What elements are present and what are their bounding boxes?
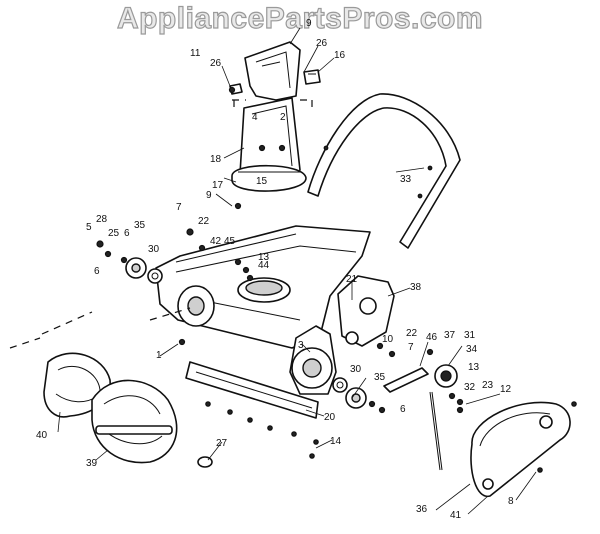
callout-20: 20 xyxy=(324,412,336,423)
callout-8: 8 xyxy=(508,496,514,507)
callout-32: 32 xyxy=(464,382,476,393)
callout-7b: 7 xyxy=(408,342,414,353)
callout-labels: 1 3 4 2 5 6 6 6 7 7 8 9 9 10 11 12 13 13… xyxy=(36,18,514,521)
callout-35b: 35 xyxy=(374,372,386,383)
belt-36[interactable] xyxy=(429,391,443,471)
pulley-34[interactable] xyxy=(434,364,458,388)
chute-dashed-outline xyxy=(232,99,313,112)
belt-cover-8[interactable] xyxy=(470,401,571,497)
callout-26b: 26 xyxy=(316,38,328,49)
bearing-flange-35-left[interactable] xyxy=(125,257,147,279)
callout-11: 11 xyxy=(190,48,201,59)
callout-1: 1 xyxy=(156,350,162,361)
callout-30a: 30 xyxy=(148,244,160,255)
auger-housing[interactable] xyxy=(155,225,371,349)
callout-10: 10 xyxy=(382,334,394,345)
callout-18: 18 xyxy=(210,154,222,165)
callout-6c: 6 xyxy=(400,404,406,415)
hardware-fasteners xyxy=(96,86,577,473)
callout-16: 16 xyxy=(334,50,346,61)
callout-30b: 30 xyxy=(350,364,362,375)
callout-31: 31 xyxy=(464,330,476,341)
auger-flight-39[interactable] xyxy=(91,379,178,464)
callout-25: 25 xyxy=(108,228,120,239)
scraper-bar-20[interactable] xyxy=(185,361,319,419)
leader-lines xyxy=(57,27,537,515)
chute-rotator-ring[interactable] xyxy=(231,164,307,192)
callout-36: 36 xyxy=(416,504,428,515)
side-plate[interactable] xyxy=(289,325,337,395)
callout-6b: 6 xyxy=(94,266,100,277)
bearing-30-right[interactable] xyxy=(332,377,348,393)
callout-27: 27 xyxy=(216,438,228,449)
idler-arm-37[interactable] xyxy=(383,367,429,393)
callout-4: 4 xyxy=(252,112,258,123)
callout-35a: 35 xyxy=(134,220,146,231)
callout-26a: 26 xyxy=(210,58,222,69)
callout-37: 37 xyxy=(444,330,456,341)
callout-46: 46 xyxy=(426,332,438,343)
chute-clip-16[interactable] xyxy=(303,69,321,85)
callout-3: 3 xyxy=(298,340,304,351)
bearing-flange-35-right[interactable] xyxy=(345,387,367,409)
callout-12: 12 xyxy=(500,384,512,395)
callout-13b: 13 xyxy=(468,362,480,373)
callout-38: 38 xyxy=(410,282,422,293)
callout-7a: 7 xyxy=(176,202,182,213)
callout-45: 45 xyxy=(224,236,236,247)
callout-42: 42 xyxy=(210,236,222,247)
callout-34: 34 xyxy=(466,344,478,355)
callout-44: 44 xyxy=(258,260,270,271)
callout-6a: 6 xyxy=(124,228,130,239)
handle-33[interactable] xyxy=(307,93,461,249)
callout-33: 33 xyxy=(400,174,412,185)
callout-17: 17 xyxy=(212,180,224,191)
callout-41: 41 xyxy=(450,510,462,521)
watermark-text: AppliancePartsPros.com xyxy=(116,1,484,35)
callout-2: 2 xyxy=(280,112,286,123)
callout-40: 40 xyxy=(36,430,48,441)
callout-23: 23 xyxy=(482,380,494,391)
callout-28: 28 xyxy=(96,214,108,225)
callout-39: 39 xyxy=(86,458,98,469)
callout-13a: 13 xyxy=(258,252,270,263)
chute-deflector[interactable] xyxy=(244,41,301,101)
callout-22b: 22 xyxy=(406,328,418,339)
skid-shoe-27[interactable] xyxy=(197,456,213,468)
callout-22a: 22 xyxy=(198,216,210,227)
callout-21: 21 xyxy=(346,274,358,285)
callout-5: 5 xyxy=(86,222,92,233)
bearing-30-left[interactable] xyxy=(147,268,163,284)
callout-9a: 9 xyxy=(306,18,312,29)
auger-dashed-outline xyxy=(9,307,191,349)
callout-15: 15 xyxy=(256,176,268,187)
callout-9b: 9 xyxy=(206,190,212,201)
callout-14: 14 xyxy=(330,436,342,447)
